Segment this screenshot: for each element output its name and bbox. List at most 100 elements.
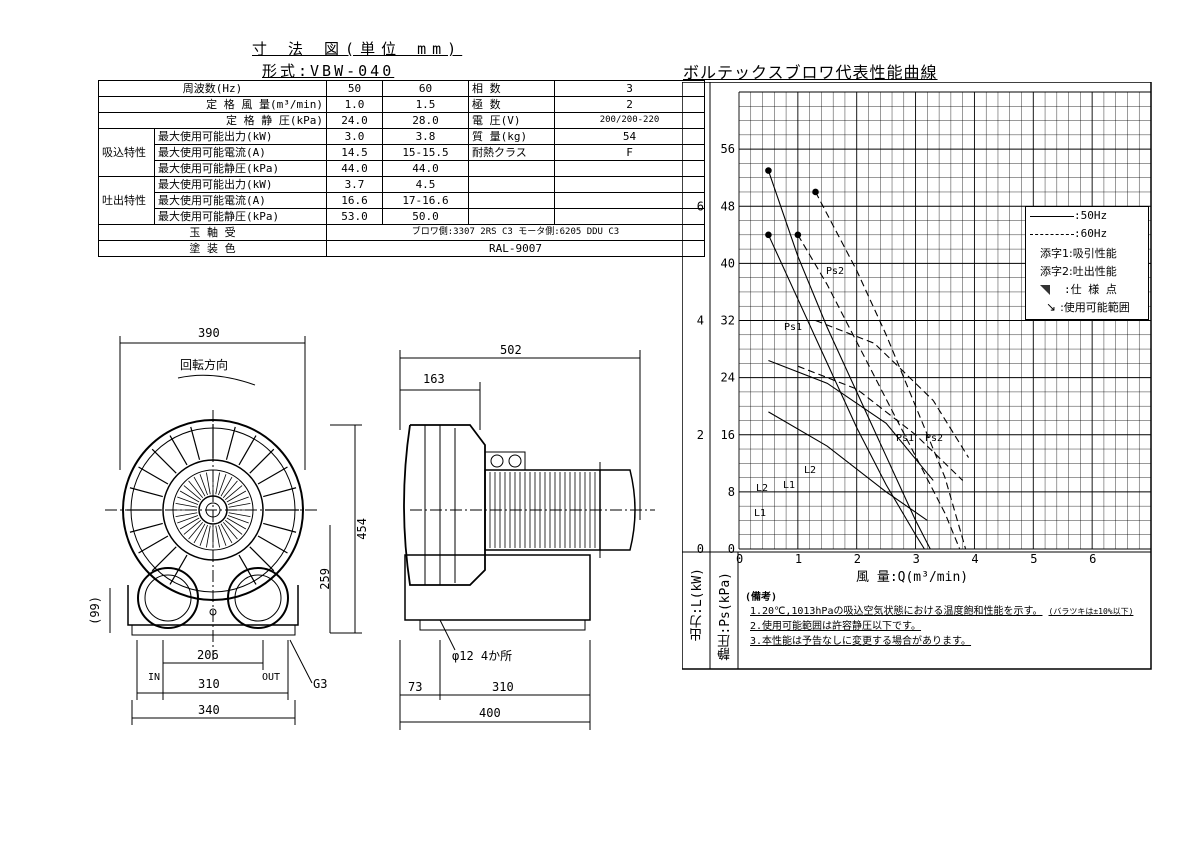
impeller-blade [227,515,249,524]
dim-400: 400 [479,706,501,720]
spec-point [794,231,802,239]
impeller-blade [215,472,220,495]
housing-fin [263,522,297,533]
y-tick-label-pressure: 24 [721,371,735,385]
housing-fin [225,426,236,460]
y-tick-label-power: 4 [697,314,704,328]
table-cell: 17-16.6 [382,192,469,209]
legend-suffix-2: 添字2:吐出性能 [1040,265,1117,278]
table-cell: 1.5 [382,96,469,113]
port-size-g3: G3 [313,677,328,691]
y-axis-label-pressure: 静圧:Ps(kPa) [718,572,733,661]
impeller-blade [226,517,247,530]
impeller-blade [224,519,243,535]
curve-label-ps2: Ps2 [826,266,845,277]
rotation-direction: 回転方向 [180,358,229,372]
housing-fin [263,487,297,498]
impeller-blade [222,521,238,540]
spec-point [812,188,819,196]
table-cell: 最大使用可能電流(A) [154,144,327,161]
inlet-label: IN [148,672,161,683]
table-cell: 塗 装 色 [98,240,327,257]
housing-fin [138,535,169,554]
dim-73: 73 [408,680,423,694]
housing-fin [257,535,288,554]
series-line [815,319,970,458]
table-cell: 3.0 [326,128,383,145]
dim-99: (99) [88,596,102,625]
housing-fin [257,466,288,485]
housing-fin [151,448,177,474]
impeller-blade [179,490,200,503]
y-axis-label-power: 出力:L(kW) [690,568,705,641]
series-line [767,234,925,550]
dim-310-side: 310 [492,680,514,694]
note-text: 1.20℃,1013hPaの吸込空気状態における温度飽和性能を示す。 [750,606,1043,617]
housing-fin [238,435,257,466]
x-tick-label: 4 [971,552,978,566]
impeller-blade [183,485,202,501]
impeller-blade [199,474,208,496]
series-line [768,359,934,481]
curve-label-l1-60: L1 [754,508,767,519]
impeller-blade [218,524,227,546]
housing-fin [249,546,275,572]
curve-label-l1: L1 [783,480,796,491]
x-axis-label: 風 量:Q(m³/min) [856,570,969,585]
spec-point [765,231,772,239]
table-row: 最大使用可能電流(A) 16.6 17-16.6 [99,192,705,209]
impeller-blade [227,496,249,505]
outlet-label: OUT [262,672,281,683]
table-cell: 最大使用可能電流(A) [154,192,327,209]
impeller-blade [175,512,198,517]
table-row: 最大使用可能電流(A) 14.5 15-15.5 耐熱クラス F [99,144,705,161]
legend-50hz: :50Hz [1030,209,1107,222]
spec-table: 周波数(Hz) 50 60 相 数 3 定 格 風 量(m³/min) 1.0 … [98,80,705,257]
housing-fin [190,426,201,460]
table-cell: 質 量(kg) [468,128,555,145]
curve-label-ps1-60: Ps1 [896,433,915,444]
impeller-blade [193,523,206,544]
x-tick-label: 2 [854,552,861,566]
table-cell: 最大使用可能出力(kW) [154,128,327,145]
legend-text: :仕 様 点 [1064,283,1117,296]
impeller-blade [179,517,200,530]
table-cell: 吐出特性 [98,176,155,225]
x-tick-label: 1 [795,552,802,566]
note-text: 2.使用可能範囲は許容静圧以下です。 [750,621,922,632]
note-text: (バラツキは±10%以下) [1048,607,1134,616]
table-cell: 44.0 [326,160,383,177]
impeller-blade [188,480,204,499]
mounting-holes: φ12 4か所 [452,649,513,663]
table-cell: 28.0 [382,112,469,129]
legend-range: ↘:使用可能範囲 [1046,299,1130,315]
housing-fin [169,435,188,466]
impeller-blade [177,515,199,524]
notes-heading: (備考) [745,592,778,603]
note-text: 3.本性能は予告なしに変更する場合があります。 [750,636,972,647]
dim-310-front: 310 [198,677,220,691]
impeller-blade [188,521,204,540]
y-tick-label-power: 0 [697,542,704,556]
curve-label-ps2-60: Ps2 [925,433,944,444]
impeller-blade [218,474,227,496]
impeller-blade [220,476,233,497]
table-cell: 4.5 [382,176,469,193]
note-2: 2.使用可能範囲は許容静圧以下です。 [750,617,921,632]
housing-fin [129,522,163,533]
housing-fin [169,554,188,585]
housing-fin [129,487,163,498]
series-line [797,234,961,550]
dim-390: 390 [198,326,220,340]
table-cell: 最大使用可能出力(kW) [154,176,327,193]
x-tick-label: 6 [1089,552,1096,566]
y-tick-label-pressure: 48 [721,199,735,213]
series-line [768,411,928,521]
impeller-blade [228,512,251,517]
legend-spec-point: :仕 様 点 [1040,281,1117,297]
table-cell: RAL-9007 [326,240,705,257]
housing-fin [138,466,169,485]
impeller-blade [177,496,199,505]
legend-text: :50Hz [1074,209,1108,222]
impeller-blade [222,480,238,499]
